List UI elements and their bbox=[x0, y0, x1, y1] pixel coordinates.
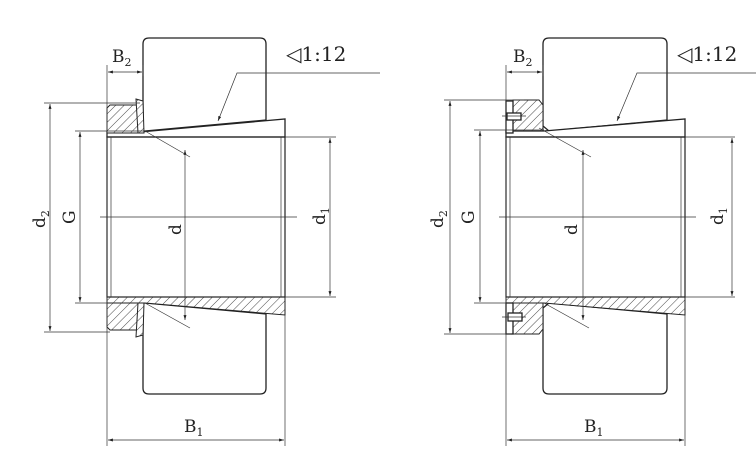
locknut-lower bbox=[106, 302, 139, 331]
label-b1: B1 bbox=[584, 417, 604, 439]
label-b1: B1 bbox=[184, 417, 204, 439]
drawing-right-bolted-nut: ◁1:12 B2 B1 d2 G d d1 bbox=[428, 37, 756, 446]
bolt-upper bbox=[506, 112, 522, 121]
label-d2: d2 bbox=[428, 210, 450, 228]
bearing-upper-section bbox=[542, 37, 668, 132]
label-d: d bbox=[166, 224, 186, 235]
drawing-left-locknut: ◁1:12 B2 B1 d2 G d d1 bbox=[30, 37, 380, 446]
label-g: G bbox=[60, 210, 80, 224]
label-b2: B2 bbox=[513, 47, 533, 69]
label-d1: d1 bbox=[310, 207, 332, 225]
leader-d-bottom bbox=[543, 302, 590, 329]
locknut-upper bbox=[106, 104, 139, 134]
leader-d-top bbox=[144, 130, 191, 158]
taper-leader bbox=[616, 72, 756, 122]
bearing-lower-section bbox=[142, 302, 267, 395]
bearing-lower-section bbox=[542, 302, 668, 395]
leader-d-top bbox=[538, 127, 592, 158]
label-d2: d2 bbox=[30, 210, 52, 228]
lockwasher-lower bbox=[135, 302, 145, 338]
label-d1: d1 bbox=[708, 207, 730, 225]
label-g: G bbox=[459, 210, 479, 224]
lockwasher-upper bbox=[135, 98, 145, 134]
label-b2: B2 bbox=[112, 47, 132, 69]
taper-label: ◁1:12 bbox=[676, 42, 737, 66]
taper-leader bbox=[217, 72, 380, 122]
leader-d-bottom bbox=[144, 302, 191, 329]
taper-label: ◁1:12 bbox=[285, 42, 346, 66]
bearing-upper-section bbox=[142, 37, 267, 132]
label-d: d bbox=[562, 224, 582, 235]
